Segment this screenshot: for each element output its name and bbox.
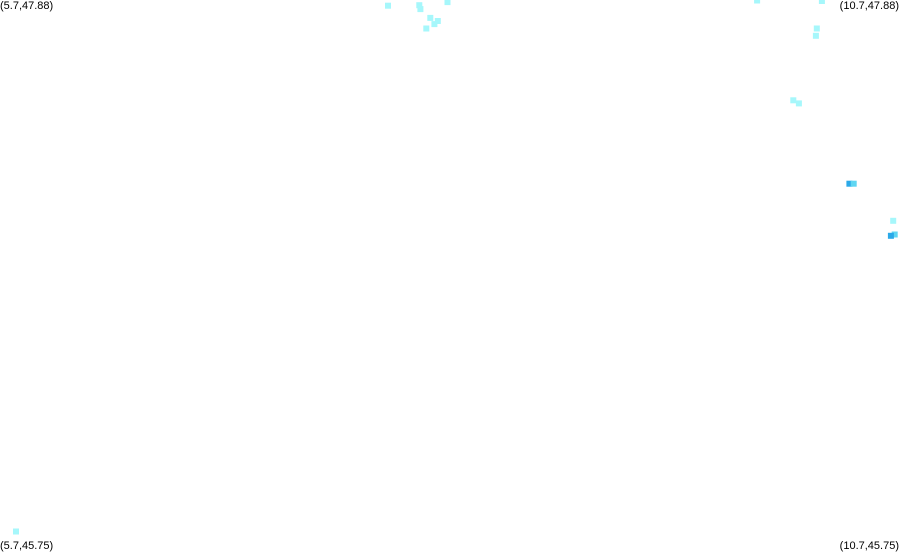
data-cell-19 — [13, 528, 19, 535]
data-cell-11 — [812, 32, 819, 39]
data-cell-17 — [891, 231, 898, 238]
data-cell-12 — [790, 97, 797, 104]
data-cell-0 — [385, 2, 391, 9]
data-cell-1 — [416, 2, 423, 9]
data-cell-14 — [846, 180, 853, 187]
data-cell-5 — [434, 18, 441, 24]
data-cell-3 — [444, 0, 451, 6]
data-cell-4 — [427, 14, 434, 21]
data-cell-16 — [890, 217, 897, 224]
corner-label-top-right: (10.7,47.88) — [839, 0, 899, 12]
corner-label-bottom-right: (10.7,45.75) — [839, 540, 899, 552]
data-cell-2 — [417, 6, 424, 13]
data-cell-9 — [818, 0, 825, 4]
data-cell-7 — [423, 25, 430, 32]
data-cell-6 — [431, 21, 438, 28]
corner-label-top-left: (5.7,47.88) — [0, 0, 54, 12]
data-cell-10 — [813, 25, 820, 32]
data-cell-13 — [795, 100, 802, 107]
corner-label-bottom-left: (5.7,45.75) — [0, 540, 54, 552]
data-cell-15 — [850, 180, 857, 187]
data-cell-8 — [754, 0, 761, 4]
data-cell-18 — [887, 232, 894, 239]
